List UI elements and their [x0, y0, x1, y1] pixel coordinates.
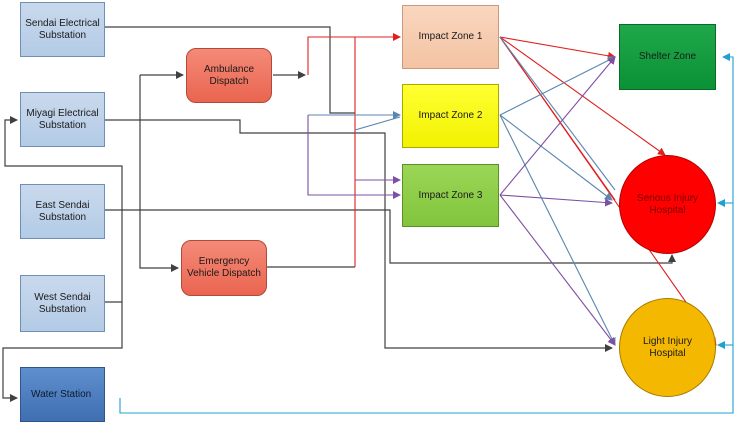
- water-station: Water Station: [20, 367, 105, 422]
- shelter-zone: Shelter Zone: [619, 24, 716, 90]
- impact-zone-1: Impact Zone 1: [402, 5, 499, 69]
- emergency-vehicle-label: Emergency Vehicle Dispatch: [187, 256, 261, 279]
- impact-zone-2: Impact Zone 2: [402, 84, 499, 148]
- east-sendai-substation: East Sendai Substation: [20, 184, 105, 239]
- black-connectors: [2, 26, 676, 402]
- west-sendai-substation: West Sendai Substation: [20, 275, 105, 332]
- ambulance-dispatch-label: Ambulance Dispatch: [203, 63, 255, 87]
- serious-injury-hospital: Serious Injury Hospital: [619, 155, 716, 254]
- west-sendai-label: West Sendai Substation: [34, 291, 91, 315]
- sendai-electrical-label: Sendai Electrical Substation: [25, 17, 100, 41]
- impact-zone-2-label: Impact Zone 2: [418, 110, 483, 121]
- light-injury-hospital: Light Injury Hospital: [619, 298, 716, 397]
- purple-connectors: [307, 56, 616, 346]
- east-sendai-label: East Sendai Substation: [35, 199, 90, 223]
- miyagi-electrical-substation: Miyagi Electrical Substation: [20, 92, 105, 147]
- shelter-zone-label: Shelter Zone: [638, 51, 697, 62]
- impact-zone-3-label: Impact Zone 3: [418, 189, 483, 201]
- impact-zone-1-label: Impact Zone 1: [418, 31, 483, 42]
- blue-connectors: [308, 36, 616, 346]
- sendai-electrical-substation: Sendai Electrical Substation: [20, 2, 105, 57]
- emergency-vehicle-dispatch: Emergency Vehicle Dispatch: [181, 240, 267, 296]
- cyan-connectors: [119, 53, 734, 414]
- miyagi-electrical-label: Miyagi Electrical Substation: [26, 107, 99, 131]
- serious-injury-label: Serious Injury Hospital: [636, 192, 699, 216]
- ambulance-dispatch: Ambulance Dispatch: [186, 48, 272, 103]
- impact-zone-3: Impact Zone 3: [402, 164, 499, 227]
- water-station-label: Water Station: [31, 388, 92, 400]
- light-injury-label: Light Injury Hospital: [643, 335, 692, 359]
